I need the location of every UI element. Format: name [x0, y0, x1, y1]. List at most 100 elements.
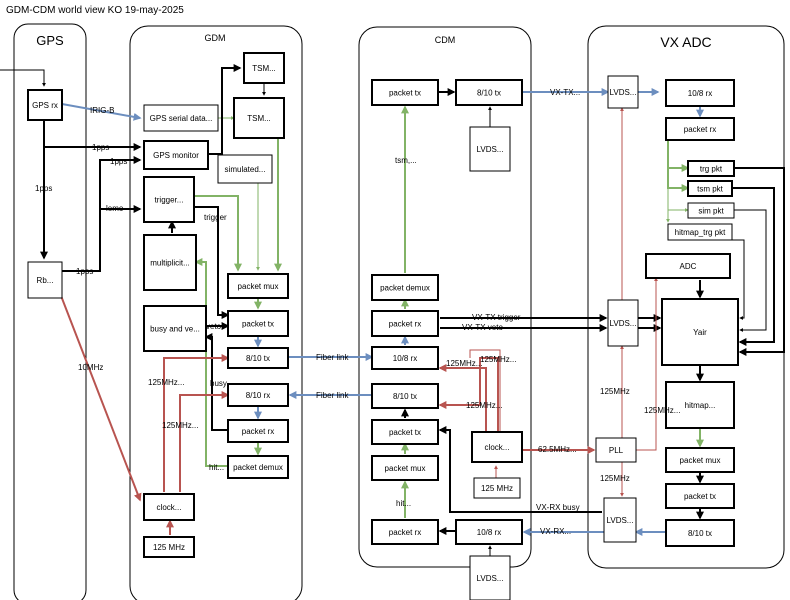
box-rx108-vx-frame — [665, 79, 735, 107]
box-tx810-cdm-mid-frame — [371, 383, 439, 409]
box-packet-tx-cdm-top-label: packet tx — [389, 89, 421, 98]
box-packet-rx-vx-frame — [665, 117, 735, 141]
cdm-clock-loop-line — [469, 349, 501, 432]
label-busy: busy — [210, 379, 227, 388]
box-tsm1: TSM... — [243, 52, 285, 84]
box-hitmap-trg-pkt-frame — [667, 223, 733, 241]
cdm-clock-to-rx-line — [438, 364, 487, 432]
box-sim-pkt: sim pkt — [687, 202, 735, 219]
box-packet-rx-vx-label: packet rx — [684, 125, 716, 134]
box-trg-pkt: trg pkt — [687, 160, 735, 177]
vx-prx-to-tsm-line — [667, 140, 690, 192]
box-mhz125-cdm: 125 MHz — [473, 477, 521, 499]
box-simulated: simulated... — [217, 154, 273, 184]
box-adc: ADC — [645, 253, 731, 279]
busy-line — [204, 333, 230, 431]
box-mhz125-cdm-frame — [473, 477, 521, 499]
box-rx810-gdm-frame — [227, 383, 289, 407]
label-pps2: 1pps — [110, 157, 127, 166]
box-pll-frame — [595, 437, 637, 463]
box-packet-demux-gdm-label: packet demux — [233, 463, 283, 472]
cdm-clock-to-tx-line — [438, 357, 499, 437]
box-tx810-cdm-top: 8/10 tx — [455, 79, 523, 106]
box-simulated-label: simulated... — [225, 165, 266, 174]
box-tsm2-frame — [233, 97, 285, 139]
box-lvds-cdm-bot: LVDS... — [469, 555, 511, 600]
box-packet-tx-cdm-mid-frame — [371, 419, 439, 445]
gdm-column-title: GDM — [205, 33, 226, 43]
box-lvds-vx-top-label: LVDS... — [610, 88, 637, 97]
box-busy-veto-label: busy and ve... — [150, 325, 200, 334]
label-trigger: trigger — [204, 213, 227, 222]
box-packet-demux-cdm-frame — [371, 274, 439, 301]
clock-to-tx-line — [163, 354, 230, 492]
diagram-title: GDM-CDM world view KO 19-may-2025 — [6, 5, 184, 16]
box-mhz125-gdm-frame — [143, 536, 195, 558]
label-vx-rx-busy: VX-RX busy — [536, 503, 580, 512]
box-clock-gdm: clock... — [143, 493, 195, 521]
box-mhz125-cdm-label: 125 MHz — [481, 484, 513, 493]
box-tx810-gdm: 8/10 tx — [227, 347, 289, 369]
box-multiplicity-frame — [143, 234, 197, 291]
label-vx-tx-veto: VX-TX veto — [462, 323, 503, 332]
box-lvds-vx-mid: LVDS... — [607, 299, 639, 347]
label-mhz125-d: 125MHz... — [446, 359, 482, 368]
label-fiber2: Fiber link — [316, 391, 349, 400]
box-packet-tx-cdm-top-frame — [371, 79, 439, 106]
label-mhz125-a: 125MHz... — [148, 378, 184, 387]
box-multiplicity-label: multiplicit... — [150, 259, 190, 268]
box-packet-mux-gdm: packet mux — [227, 273, 289, 299]
box-rx108-cdm-bot-frame — [455, 519, 523, 545]
label-vx-rx: VX-RX... — [540, 527, 571, 536]
box-packet-rx-cdm-mid: packet rx — [371, 310, 439, 337]
box-trigger-frame — [143, 176, 195, 223]
box-packet-rx-cdm-bot: packet rx — [371, 519, 439, 545]
trigger-to-mux-line — [194, 195, 242, 272]
label-lemo: lemo — [106, 204, 124, 213]
box-tx810-vx-label: 8/10 tx — [688, 529, 712, 538]
box-packet-mux-vx: packet mux — [665, 447, 735, 473]
label-mhz125-b: 125MHz... — [162, 421, 198, 430]
box-packet-tx-cdm-mid: packet tx — [371, 419, 439, 445]
label-mhz125-f: 125MHz... — [644, 406, 680, 415]
label-mhz125-e: 125MHz... — [466, 401, 502, 410]
box-hitmap-trg-pkt: hitmap_trg pkt — [667, 223, 733, 241]
box-mhz125-gdm: 125 MHz — [143, 536, 195, 558]
box-lvds-vx-bot-label: LVDS... — [607, 516, 634, 525]
label-fiber1: Fiber link — [316, 353, 349, 362]
label-mhz125-pll-bot: 125MHz — [600, 474, 630, 483]
vx-prx-to-sim-line — [667, 188, 689, 212]
box-tsm2: TSM... — [233, 97, 285, 139]
box-gps-monitor-frame — [143, 140, 209, 170]
box-tsm1-frame — [243, 52, 285, 84]
label-irig-b: IRIG-B — [90, 106, 114, 115]
box-busy-veto-frame — [143, 305, 207, 352]
box-packet-demux-gdm: packet demux — [227, 455, 289, 479]
box-packet-demux-cdm-label: packet demux — [380, 284, 430, 293]
box-tx810-vx-frame — [665, 519, 735, 547]
box-packet-mux-cdm-frame — [371, 455, 439, 481]
box-clock-cdm: clock... — [471, 431, 523, 463]
sim-to-yair-line — [734, 209, 767, 332]
box-packet-rx-gdm-label: packet rx — [242, 427, 274, 436]
irig-b-line — [61, 103, 142, 121]
box-adc-label: ADC — [680, 262, 697, 271]
label-pps3: 1pps — [35, 184, 52, 193]
box-tx810-vx: 8/10 tx — [665, 519, 735, 547]
box-gps-serial-label: GPS serial data... — [150, 114, 213, 123]
box-sim-pkt-label: sim pkt — [698, 207, 724, 216]
label-pps1: 1pps — [92, 143, 109, 152]
box-clock-gdm-frame — [143, 493, 195, 521]
label-mhz125-c: 125MHz... — [480, 355, 516, 364]
box-packet-tx-vx-label: packet tx — [684, 492, 716, 501]
box-packet-tx-vx: packet tx — [665, 483, 735, 509]
box-trigger-label: trigger... — [155, 196, 184, 205]
box-rx810-gdm: 8/10 rx — [227, 383, 289, 407]
box-packet-tx-cdm-top: packet tx — [371, 79, 439, 106]
box-tsm2-label: TSM... — [247, 114, 271, 123]
box-mhz125-gdm-label: 125 MHz — [153, 543, 185, 552]
box-clock-gdm-label: clock... — [157, 503, 182, 512]
box-rx108-vx: 10/8 rx — [665, 79, 735, 107]
label-tsm: tsm,... — [395, 156, 417, 165]
box-rx108-cdm-bot-label: 10/8 rx — [477, 528, 501, 537]
